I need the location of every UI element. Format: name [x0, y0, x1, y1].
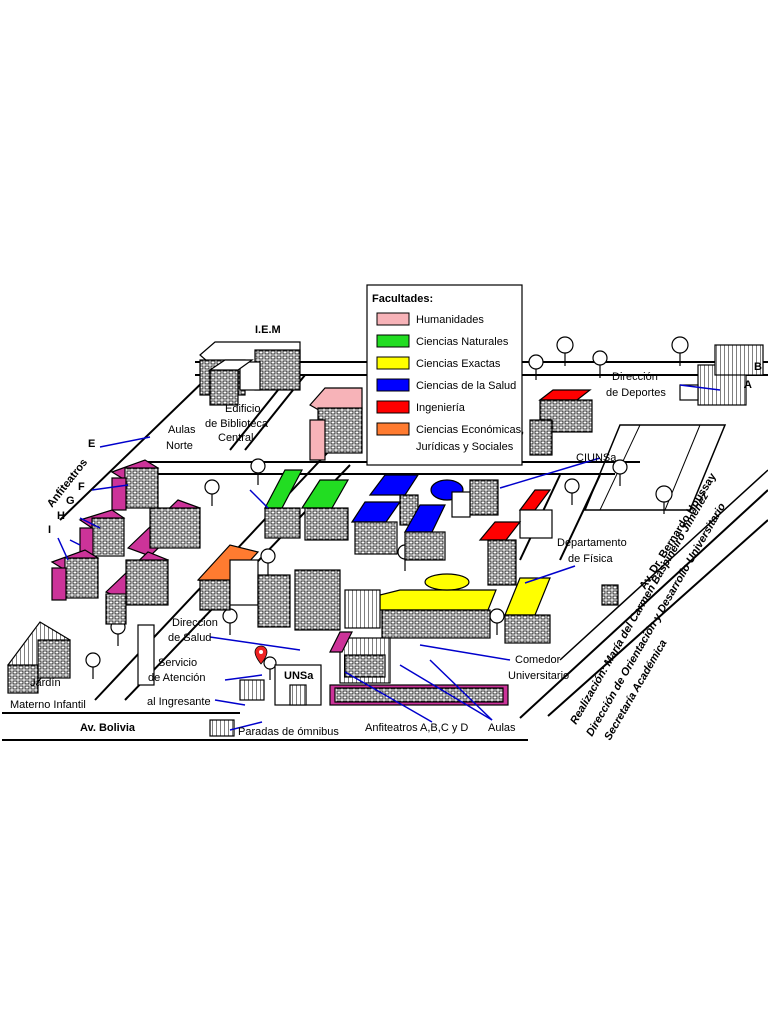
label-aulas-norte-2: Norte — [166, 440, 193, 452]
label-av-bolivia: Av. Bolivia — [80, 722, 136, 734]
building-servicio — [239, 679, 265, 701]
legend-label: Ciencias Naturales — [416, 336, 509, 348]
tree-icon — [489, 608, 505, 635]
building-salud-2 — [350, 501, 402, 555]
legend-swatch — [376, 356, 410, 370]
tree-icon — [250, 458, 266, 485]
label-biblioteca-1: Edificio — [225, 403, 260, 415]
credits: Realización: María del Carmen Baspineiro… — [568, 490, 728, 742]
building-exactas-2 — [504, 577, 551, 644]
label-comedor-1: Comedor — [515, 654, 561, 666]
label-jardin-2: Materno Infantil — [10, 699, 86, 711]
building-aulas-norte — [104, 499, 202, 625]
label-aulas-norte-1: Aulas — [168, 424, 196, 436]
tree-icon — [528, 354, 544, 380]
label-fisica-1: Departamento — [557, 537, 627, 549]
label-paradas: Paradas de ómnibus — [238, 726, 339, 738]
label-comedor-2: Universitario — [508, 670, 569, 682]
tree-icon — [85, 652, 101, 679]
building-economicas — [196, 544, 260, 611]
label-servicio-2: de Atención — [148, 672, 206, 684]
legend-swatch — [376, 334, 410, 348]
label-biblioteca-2: de Biblioteca — [205, 418, 269, 430]
building-unsa-gate — [274, 664, 322, 706]
legend-swatch — [376, 400, 410, 414]
label-deportes-1: Dirección — [612, 371, 658, 383]
label-fisica-2: de Física — [568, 553, 614, 565]
building-exactas-1 — [379, 573, 497, 639]
building-ingenieria-3 — [478, 521, 522, 586]
label-servicio-1: Servicio — [158, 657, 197, 669]
label-a: A — [744, 379, 752, 391]
legend-swatch — [376, 422, 410, 436]
label-jardin-1: Jardín — [30, 677, 61, 689]
tree-icon — [671, 336, 689, 366]
building-anfiteatro-i — [50, 549, 100, 601]
tree-icon — [556, 336, 574, 366]
label-servicio-3: al Ingresante — [147, 696, 211, 708]
label-deportes-2: de Deportes — [606, 387, 666, 399]
building-humanidades — [309, 387, 363, 461]
label-i: I — [48, 524, 51, 536]
building-aulas-sur — [329, 684, 509, 706]
building-center-1 — [257, 574, 291, 628]
building-deportes — [679, 344, 764, 406]
legend-label: Ciencias Exactas — [416, 358, 501, 370]
label-f: F — [78, 481, 85, 493]
label-biblioteca-3: Central — [218, 432, 253, 444]
legend-swatch — [376, 312, 410, 326]
label-e: E — [88, 438, 95, 450]
legend-box — [366, 284, 523, 466]
legend-label: Ciencias de la Salud — [416, 380, 516, 392]
building-tower — [137, 624, 155, 686]
building-anfiteatro-g — [78, 509, 126, 559]
tree-icon — [564, 478, 580, 505]
building-ciunsa — [451, 479, 499, 518]
building-ingenieria-1 — [529, 389, 593, 456]
legend-swatch — [376, 378, 410, 392]
legend-label: Humanidades — [416, 314, 484, 326]
building-salud-3 — [403, 504, 446, 561]
building-naturales-2 — [300, 479, 350, 541]
building-fisica-annex — [601, 584, 619, 606]
tree-icon — [655, 485, 673, 514]
tree-icon — [204, 479, 220, 506]
building-anfiteatro-e — [110, 459, 160, 511]
label-anfiteatros-abcd: Anfiteatros A,B,C y D — [365, 722, 468, 734]
buildings — [7, 341, 764, 737]
label-h: H — [57, 510, 65, 522]
building-naturales-1 — [264, 469, 303, 539]
building-anfiteatros-abcd — [329, 631, 391, 684]
tree-icon — [612, 459, 628, 486]
pointer-lines — [57, 384, 721, 731]
legend-label: Ingeniería — [416, 402, 466, 414]
building-jardin — [7, 621, 71, 694]
legend-label: Ciencias Económicas, — [416, 424, 524, 436]
legend-label: Jurídicas y Sociales — [416, 441, 514, 453]
label-unsa: UNSa — [284, 670, 314, 682]
tree-icon — [260, 548, 276, 576]
tree-icon — [222, 608, 238, 635]
label-b: B — [754, 361, 762, 373]
tree-icon — [592, 350, 608, 378]
label-ciunsa: CIUNSa — [576, 452, 617, 464]
label-salud-2: de Salud — [168, 632, 211, 644]
label-aulas: Aulas — [488, 722, 516, 734]
bus-stop-shelter — [209, 719, 235, 737]
building-biblioteca — [208, 359, 254, 406]
tree-icon — [263, 656, 277, 680]
label-g: G — [66, 495, 75, 507]
building-ingenieria-2 — [518, 489, 553, 539]
building-center-2 — [294, 569, 341, 631]
legend-title: Facultades: — [372, 293, 433, 305]
label-salud-1: Direccion — [172, 617, 218, 629]
label-iem: I.E.M — [255, 324, 281, 336]
building-center-3 — [344, 589, 381, 629]
location-marker-icon — [254, 645, 268, 665]
